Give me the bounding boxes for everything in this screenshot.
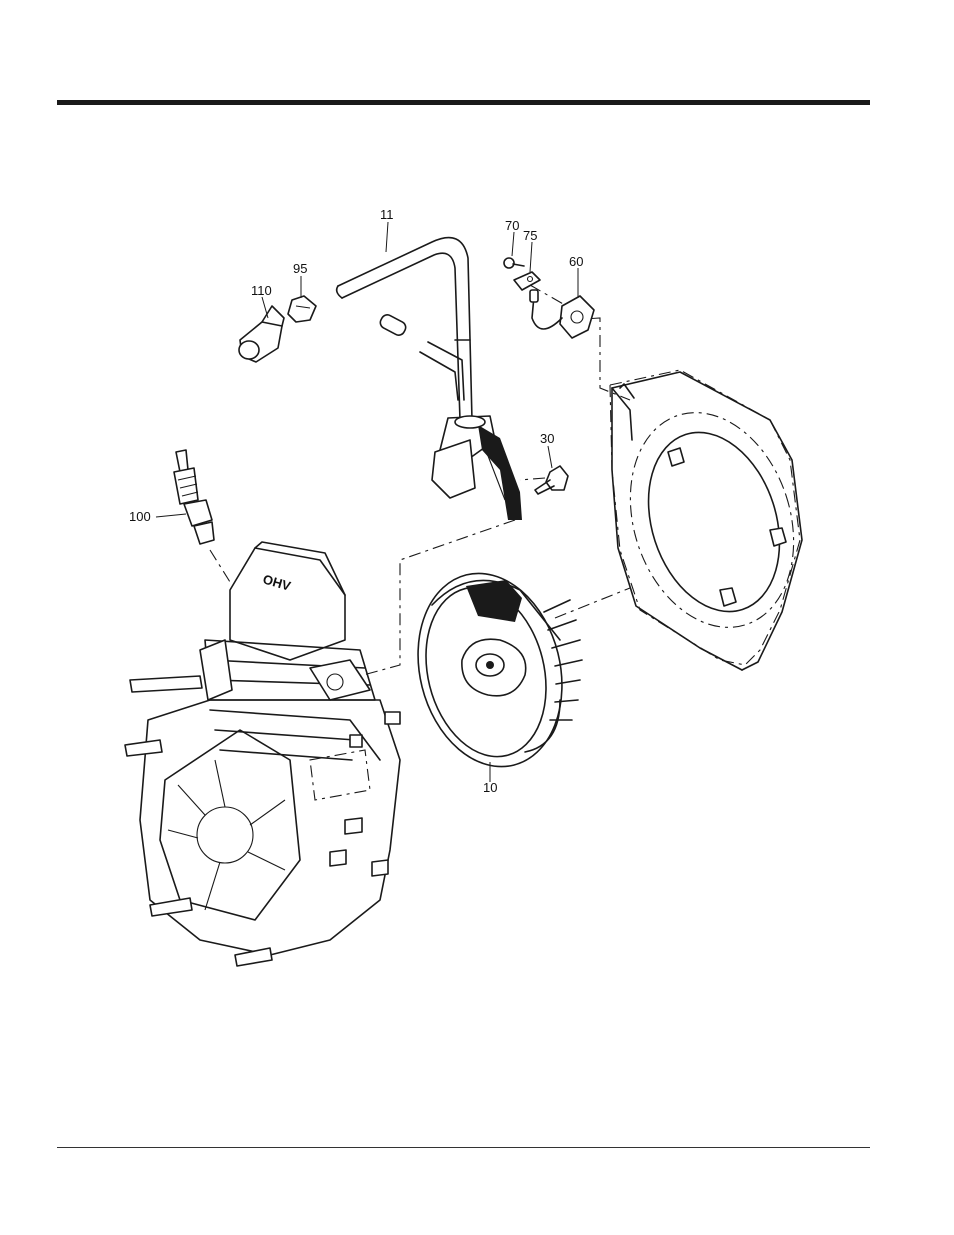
ignition-coil bbox=[337, 238, 522, 520]
screw-70 bbox=[504, 258, 524, 268]
spark-plug bbox=[174, 450, 214, 544]
bolt-30 bbox=[535, 466, 568, 494]
callout-60: 60 bbox=[569, 254, 583, 269]
callout-10: 10 bbox=[483, 780, 497, 795]
callout-30: 30 bbox=[540, 431, 554, 446]
lead-clip bbox=[288, 296, 316, 322]
blower-housing bbox=[604, 370, 820, 670]
sensor-60 bbox=[530, 290, 594, 338]
callout-11: 11 bbox=[380, 207, 394, 222]
callout-95: 95 bbox=[293, 261, 307, 276]
callout-70: 70 bbox=[505, 218, 519, 233]
callout-110: 110 bbox=[251, 283, 272, 298]
clamp-75 bbox=[514, 272, 540, 290]
spark-plug-cap bbox=[239, 306, 284, 362]
engine-block: OHV bbox=[125, 542, 400, 966]
callout-100: 100 bbox=[129, 509, 151, 524]
flywheel bbox=[398, 558, 582, 782]
callout-75: 75 bbox=[523, 228, 537, 243]
